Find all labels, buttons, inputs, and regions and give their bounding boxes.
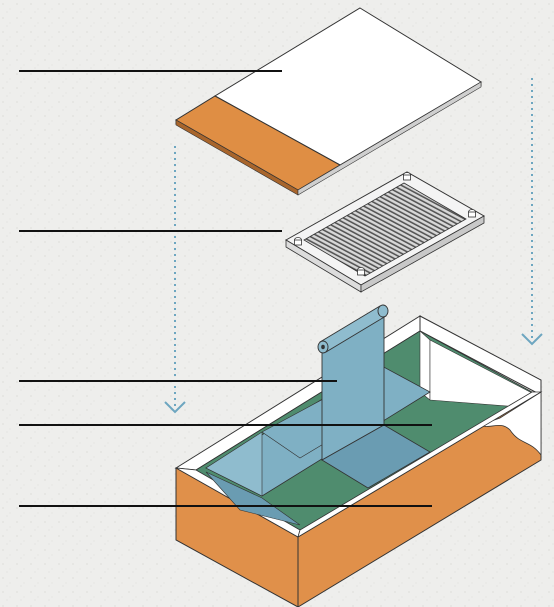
screw-post (469, 210, 476, 218)
screw-post (404, 173, 411, 181)
screw-post (295, 238, 302, 246)
screw-post (358, 268, 365, 276)
